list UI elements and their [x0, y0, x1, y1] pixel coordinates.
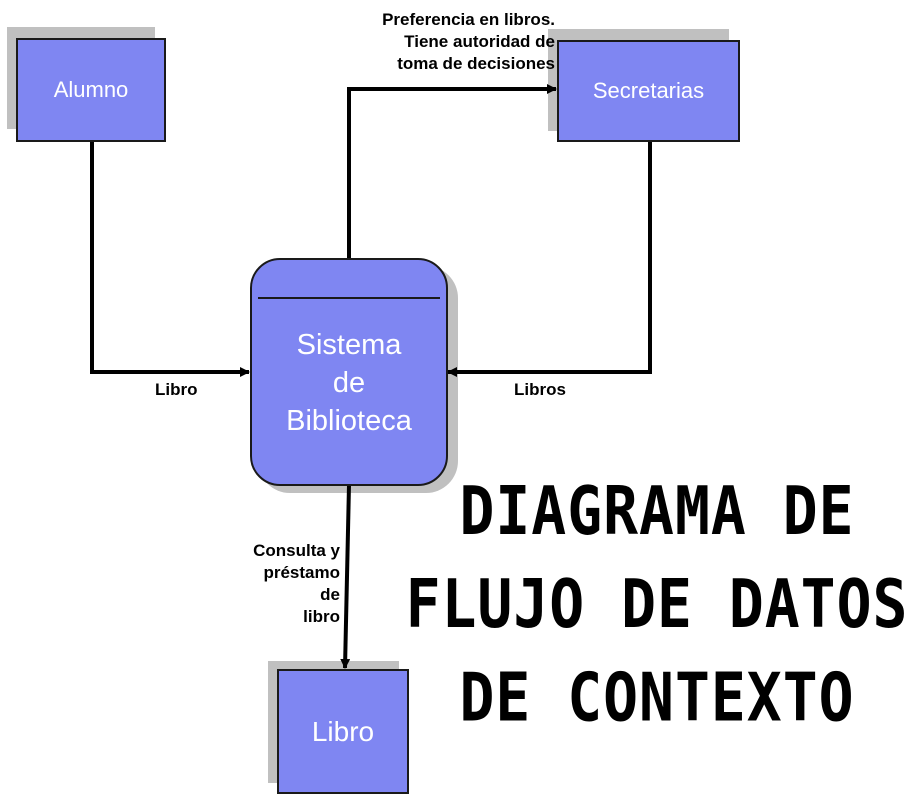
flow-label-libro: Libro	[155, 380, 198, 399]
entity-libro-label: Libro	[311, 715, 375, 747]
process-divider	[258, 297, 440, 299]
flow-label-consulta: Consulta y préstamo de libro	[253, 541, 340, 626]
process-label: Sistema de Biblioteca	[286, 329, 412, 437]
entity-alumno-label: Alumno	[53, 77, 129, 102]
entity-libro: Libro	[277, 669, 409, 794]
flow-sistema-to-libro	[340, 484, 351, 669]
flow-alumno-to-sistema	[90, 141, 250, 377]
process-sistema-biblioteca: Sistema de Biblioteca	[250, 258, 448, 486]
entity-secretarias-label: Secretarias	[592, 78, 705, 103]
flow-label-libros: Libros	[514, 380, 566, 399]
flow-sistema-to-secretarias	[347, 84, 557, 258]
entity-secretarias: Secretarias	[557, 40, 740, 142]
flow-label-preferencia: Preferencia en libros. Tiene autoridad d…	[382, 10, 555, 73]
flow-secretarias-to-sistema	[447, 141, 652, 377]
entity-alumno: Alumno	[16, 38, 166, 142]
diagram-title: DIAGRAMA DE FLUJO DE DATOS DE CONTEXTO	[405, 471, 909, 737]
